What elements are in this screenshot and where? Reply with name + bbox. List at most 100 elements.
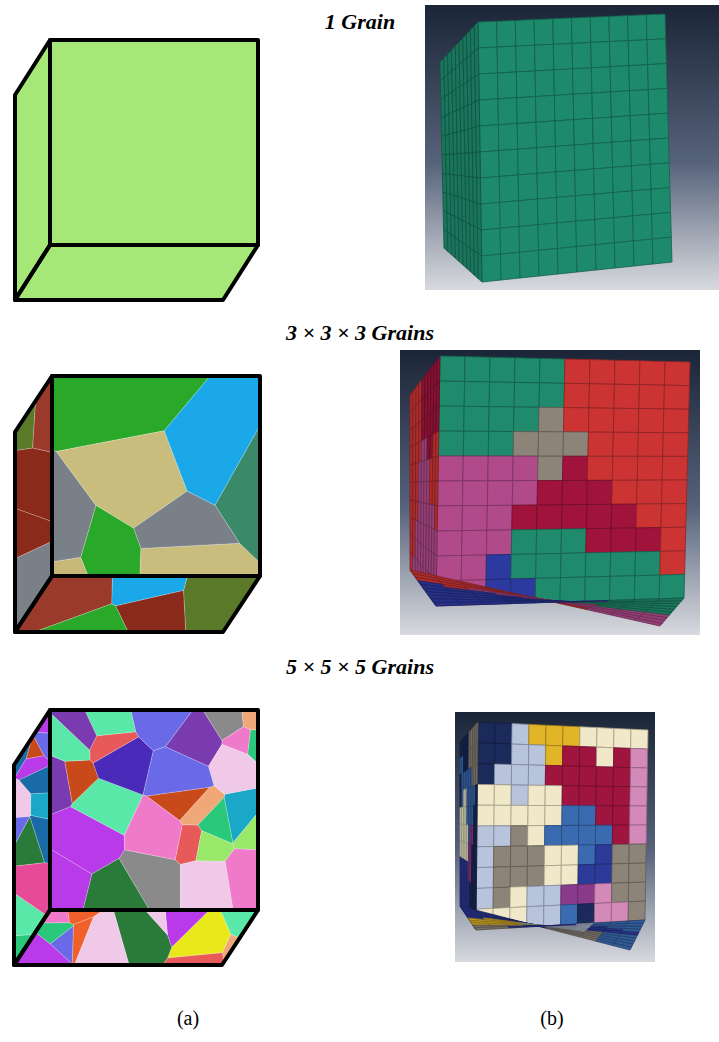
mesh-element (636, 528, 661, 552)
mesh-element (499, 149, 518, 176)
mesh-element (610, 66, 629, 92)
mesh-element (410, 428, 413, 448)
mesh-element (534, 19, 553, 45)
mesh-element (476, 126, 480, 152)
row-heading: 5 × 5 × 5 Grains (286, 654, 434, 680)
mesh-element (527, 866, 544, 887)
mesh-element (511, 529, 536, 554)
mesh-element (528, 826, 545, 846)
mesh-element (488, 456, 513, 481)
mesh-element (631, 164, 651, 191)
grain-cell (13, 817, 45, 867)
mesh-element (585, 576, 610, 601)
grain-cell (90, 732, 139, 763)
mesh-element (517, 122, 536, 149)
mesh-element (635, 551, 660, 575)
mesh-element (494, 785, 511, 806)
mesh-element (638, 432, 664, 456)
mesh-element (486, 530, 511, 555)
mesh-element (498, 72, 517, 99)
mesh-element (613, 191, 633, 218)
mesh-element (662, 456, 688, 480)
mesh-element (564, 383, 589, 408)
mesh-element (575, 194, 594, 221)
mesh-element (463, 456, 488, 481)
voxel-mesh (455, 712, 655, 962)
mesh-element (659, 574, 684, 598)
mesh-face (460, 722, 478, 930)
mesh-element (501, 252, 520, 280)
mesh-element (527, 846, 544, 867)
mesh-element (528, 765, 545, 786)
mesh-element (437, 506, 462, 531)
mesh-element (612, 456, 637, 480)
mesh-element (589, 360, 615, 385)
mesh-element (486, 554, 511, 579)
mesh-element (597, 728, 614, 748)
mesh-element (660, 527, 685, 551)
mesh-element (494, 805, 511, 826)
mesh-element (475, 846, 477, 867)
mesh-element (487, 505, 512, 530)
mesh-element (594, 193, 614, 220)
grain-cell (49, 709, 97, 750)
grain-cell (225, 849, 259, 911)
mesh-element (614, 241, 634, 268)
mesh-element (628, 901, 645, 921)
mesh-element (539, 383, 564, 408)
mesh-element (562, 786, 579, 806)
mesh-element (477, 228, 481, 256)
cube-edge (15, 40, 50, 300)
mesh-element (489, 382, 514, 407)
mesh-element (439, 406, 464, 431)
mesh-element (572, 42, 591, 68)
mesh-element (554, 69, 573, 96)
mesh-element (516, 71, 535, 98)
mesh-element (535, 44, 554, 71)
mesh-element (664, 361, 690, 385)
mesh-element (610, 576, 635, 601)
mesh-element (489, 407, 514, 432)
mesh-element (614, 384, 640, 408)
mesh-element (437, 531, 462, 556)
mesh-element (557, 247, 577, 274)
mesh-element (610, 921, 628, 924)
mesh-element (563, 432, 588, 456)
mesh-element (595, 825, 612, 845)
grain-cell (19, 765, 51, 794)
mesh-element (561, 865, 578, 885)
voxel-mesh (425, 5, 719, 290)
mesh-element (464, 381, 489, 406)
mesh-element (545, 785, 562, 805)
mesh-element (578, 884, 595, 904)
mesh-element (578, 864, 595, 884)
mesh-element (537, 505, 562, 530)
mesh-element (579, 806, 596, 826)
grain-cell (143, 747, 214, 796)
grain-cell (124, 795, 182, 860)
mesh-element (517, 97, 536, 124)
mesh-element (613, 408, 639, 432)
mesh-element (436, 431, 439, 457)
mesh-element (586, 504, 611, 528)
grain-cell (164, 375, 261, 505)
mesh-element (628, 882, 645, 902)
mesh-element (650, 138, 670, 164)
mesh-element (591, 67, 610, 93)
mesh-element (529, 745, 546, 766)
mesh-face (410, 570, 684, 626)
mesh-element (482, 254, 501, 282)
grain-cell (112, 575, 188, 606)
mesh-element (611, 528, 636, 552)
mesh-face (440, 22, 482, 282)
mesh-face (436, 356, 690, 606)
mesh-element (637, 456, 662, 480)
mesh-element (499, 175, 518, 202)
grain-face (15, 245, 258, 300)
mesh-element (498, 123, 517, 150)
mesh-element (493, 867, 510, 888)
mesh-element (555, 120, 574, 147)
mesh-element (631, 139, 651, 165)
